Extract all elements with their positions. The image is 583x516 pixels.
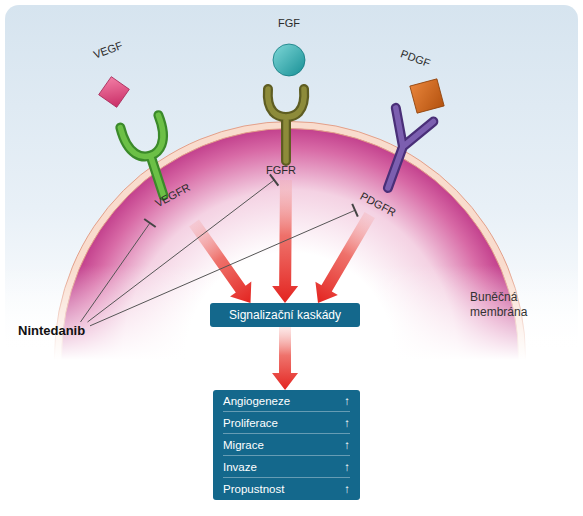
box-text: Signalizační kaskády [229,308,341,322]
node-label: FGF [271,17,307,30]
receptor-fill [369,108,433,195]
receptor-outline [369,108,433,195]
receptor: PDGFR [355,105,445,215]
receptor-symbol [268,89,304,161]
outcome-name: Angiogeneze [223,390,344,412]
receptor-outline [268,89,304,161]
ligand-circle: FGF [272,43,306,77]
outcome-name: Invaze [223,456,344,478]
increase-arrow: ↑ [344,412,350,434]
increase-arrow: ↑ [344,478,350,500]
outcome-name: Proliferace [223,412,344,434]
signal-arrow [315,212,375,303]
membrane-label: Buněčná membrána [470,290,545,320]
ligand-square: PDGF [409,78,445,114]
outcome-name: Propustnost [223,478,344,500]
inhibition-line [90,210,355,326]
increase-arrow: ↑ [344,456,350,478]
signal-arrow [272,180,298,303]
receptor: FGFR [258,85,314,180]
increase-arrow: ↑ [344,390,350,412]
inhibition-line [88,180,275,322]
node-outline [272,43,306,77]
drug-name: Nintedanib [18,322,90,340]
connector-group [80,180,374,390]
ligand-circle-shape [273,44,305,76]
node-label: PDGF [399,47,432,70]
node-label: FGFR [266,164,296,177]
node-label: PDGFR [358,190,398,220]
node-outline [409,78,445,114]
outcome-name: Migrace [223,434,344,456]
process-box: Signalizační kaskády [210,303,360,327]
receptor-symbol [369,108,433,195]
receptor-fill [268,89,304,161]
ligand-square-shape [410,79,444,113]
node-label: VEGF [92,39,125,61]
fade-overlay [0,265,583,516]
drug-label: Nintedanib [18,322,90,340]
receptor: VEGFR [118,108,198,223]
ligand-square-shape [99,77,130,108]
inhibition-line [80,223,149,322]
signal-arrow [272,327,298,390]
ligand-square: VEGF [98,76,130,108]
outcome-box: Angiogeneze↑Proliferace↑Migrace↑Invaze↑P… [213,390,360,500]
signal-arrow [189,220,251,303]
node-outline [98,76,130,108]
increase-arrow: ↑ [344,434,350,456]
